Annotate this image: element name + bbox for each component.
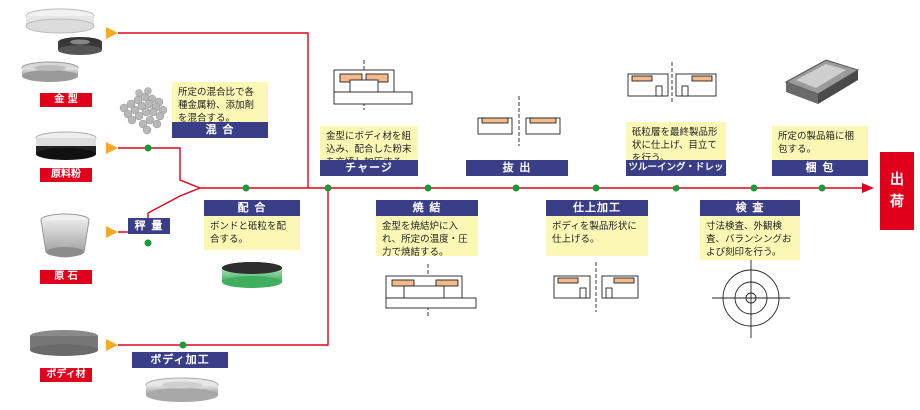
inspection-description: 寸法検査、外観検査、バランシングおよび刻印を行う。 [700,216,800,260]
body-processing-title: ボディ加工 [132,352,228,368]
inspection-title: 検 査 [700,200,800,216]
sintering-title: 焼 結 [376,200,478,216]
blending-title: 配 合 [204,200,300,216]
powder-illustration [119,87,168,135]
sintering-description: 金型を焼結炉に入れ、所定の温度・圧力で焼結する。 [376,216,478,258]
truing-description: 砥粒層を最終製品形状に仕上げ、目立てを行う。 [626,122,726,164]
finishing-description: ボディを製品形状に仕上げる。 [546,216,648,256]
shipping-arrowhead [862,183,874,193]
charge-cross-section [333,60,413,110]
shipping-char-1: 出 [890,172,904,188]
material-label-body: ボディ材 [40,368,92,382]
flow-line-mold [118,32,309,188]
material-label-mold: 金 型 [40,93,92,107]
charge-description: 金型にボディ材を組込み、配合した粉末を充填し加圧する。 [320,126,418,168]
truing-title: ツルーイング・ドレッシング [626,160,726,189]
flow-nodes [144,144,826,349]
body-processing-illustration [145,377,219,402]
blending-description: ボンドと砥粒を配合する。 [204,216,300,250]
powder-cake-illustration [35,131,97,160]
finishing-cross-section [553,262,639,312]
truing-cross-section [627,62,717,104]
blending-illustration [222,262,282,288]
material-label-stone: 原 石 [40,270,92,284]
charge-title: チャージ [320,160,418,176]
packing-description: 所定の製品箱に梱包する。 [772,126,868,160]
sintering-cross-section [385,264,477,318]
extraction-cross-section [477,96,561,146]
extraction-title: 抜 出 [466,160,568,176]
shipping-label: 出 荷 [880,152,914,230]
material-label-powder: 原料粉 [40,168,92,182]
mixing-description: 所定の混合比で各種金属粉、添加剤を混合する。 [172,82,268,124]
material-arrow-tips [106,27,118,351]
weighing-title: 秤 量 [128,218,170,234]
package-box-illustration [784,59,860,104]
inspection-gauge [712,258,790,338]
body-material-illustration [30,330,98,356]
flow-line-body [118,188,329,346]
mixing-title: 混 合 [172,122,268,138]
mold-illustration [21,8,102,82]
shipping-char-2: 荷 [890,194,904,210]
flow-line-powder [118,147,201,189]
stone-illustration [40,213,90,258]
packing-title: 梱 包 [772,160,868,176]
finishing-title: 仕上加工 [546,200,648,216]
